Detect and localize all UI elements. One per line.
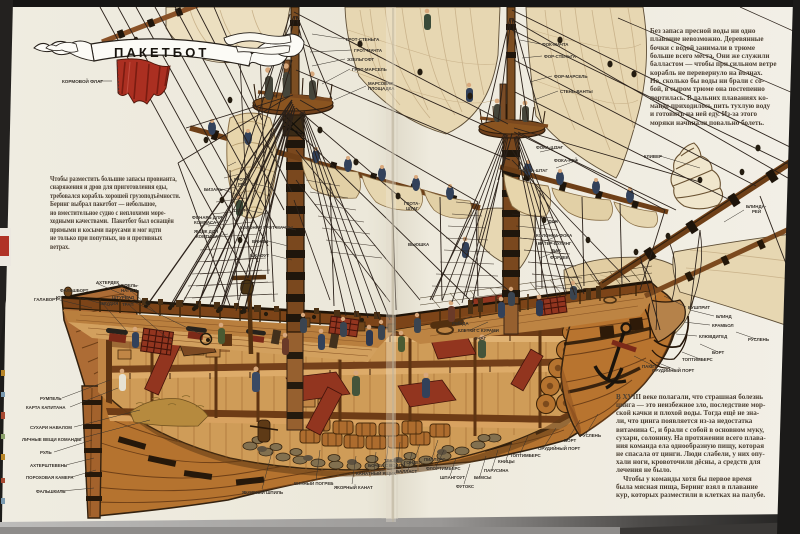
svg-text:ФАЛЬШБОРТ: ФАЛЬШБОРТ	[60, 288, 89, 293]
svg-text:КЛИВЕР: КЛИВЕР	[644, 154, 662, 159]
svg-text:ГРОТ-МАЧТА: ГРОТ-МАЧТА	[354, 48, 383, 53]
svg-text:АХТЕРДЕК: АХТЕРДЕК	[96, 280, 119, 285]
svg-text:ФЛОРТИМБЕРС: ФЛОРТИМБЕРС	[426, 466, 461, 471]
svg-text:БОЧКИ С ВОДОЙ: БОЧКИ С ВОДОЙ	[368, 463, 405, 468]
svg-text:КОМПАСА: КОМПАСА	[194, 220, 217, 225]
svg-text:ПЛОЩАДКА: ПЛОЩАДКА	[368, 86, 395, 91]
svg-text:ОРУДИЙНЫЙ ПОРТ: ОРУДИЙНЫЙ ПОРТ	[652, 368, 695, 373]
svg-text:ПАКЕТ: ПАКЕТ	[642, 364, 657, 369]
svg-text:ЛИЧНЫЕ ВЕЩИ КОМАНДЫ: ЛИЧНЫЕ ВЕЩИ КОМАНДЫ	[22, 437, 81, 442]
svg-text:КЛЮВДИГЕД: КЛЮВДИГЕД	[699, 334, 728, 339]
svg-text:МАРСОВАЯ: МАРСОВАЯ	[368, 81, 393, 86]
svg-text:ПИЛЛЕРС: ПИЛЛЕРС	[424, 457, 446, 462]
svg-text:ЯКОРНЫЙ КАНАТ: ЯКОРНЫЙ КАНАТ	[334, 485, 373, 490]
svg-text:СТЕНЬ-ВАНТЫ: СТЕНЬ-ВАНТЫ	[560, 89, 593, 94]
svg-text:РЕЙ: РЕЙ	[752, 209, 761, 214]
svg-text:ШТАГ: ШТАГ	[406, 206, 419, 211]
svg-text:БИЗАНЬ: БИЗАНЬ	[204, 187, 223, 192]
svg-text:ГРОТ-СТЕНЬГА: ГРОТ-СТЕНЬГА	[346, 37, 380, 42]
svg-text:БОРТ: БОРТ	[564, 438, 576, 443]
svg-text:ТРАП: ТРАП	[122, 302, 134, 307]
svg-text:ШКАФУТ: ШКАФУТ	[250, 253, 269, 258]
svg-text:КАРТА КАПИТАНА: КАРТА КАПИТАНА	[26, 405, 66, 410]
svg-text:КАНАТНЫЙ ЯЩИК: КАНАТНЫЙ ЯЩИК	[356, 471, 396, 476]
svg-text:БУШПРИТ: БУШПРИТ	[688, 305, 710, 310]
svg-text:ОРУДИЙНЫЙ ПОРТ: ОРУДИЙНЫЙ ПОРТ	[538, 446, 581, 451]
svg-text:ФОР-СТЕНЬГА: ФОР-СТЕНЬГА	[544, 54, 577, 59]
svg-text:ЭЗЕЛЬГОФТ: ЭЗЕЛЬГОФТ	[347, 57, 374, 62]
svg-text:КРАМБОЛ: КРАМБОЛ	[712, 323, 734, 328]
svg-text:БАК: БАК	[552, 248, 561, 253]
svg-text:КОМПАСА: КОМПАСА	[196, 234, 219, 239]
svg-text:ФОКА-ШТАГ: ФОКА-ШТАГ	[522, 168, 548, 173]
svg-text:ТРЮМ: ТРЮМ	[384, 458, 398, 463]
svg-text:ГОНДЕК: ГОНДЕК	[404, 460, 422, 465]
svg-text:ВЬЮШКА: ВЬЮШКА	[408, 242, 430, 247]
svg-text:ЯКОРНЫЙ ШПИЛЬ: ЯКОРНЫЙ ШПИЛЬ	[242, 490, 283, 495]
svg-text:ТОПТИМБЕРС: ТОПТИМБЕРС	[510, 453, 542, 458]
svg-text:ЮТ: ЮТ	[56, 295, 63, 300]
svg-text:БЛИНД: БЛИНД	[716, 314, 732, 319]
svg-text:РЫНДА: РЫНДА	[452, 321, 470, 326]
svg-text:БЛИНДА-: БЛИНДА-	[746, 204, 767, 209]
svg-text:КНИЦЫ: КНИЦЫ	[498, 459, 515, 464]
svg-text:ОЧАГ: ОЧАГ	[474, 336, 487, 341]
svg-text:ПОРОХОВАЯ КАМЕРА: ПОРОХОВАЯ КАМЕРА	[26, 475, 74, 480]
svg-text:ФОКА-РЕЙ: ФОКА-РЕЙ	[554, 158, 578, 163]
svg-text:ГРОТА-: ГРОТА-	[404, 201, 420, 206]
svg-text:ВАНТЫ: ВАНТЫ	[252, 239, 268, 244]
svg-text:РУЛЬ: РУЛЬ	[40, 450, 52, 455]
svg-text:БОРТ: БОРТ	[712, 350, 724, 355]
svg-text:ФУТОКС: ФУТОКС	[456, 484, 475, 489]
svg-text:ФОР-МАРСЕЛЬ: ФОР-МАРСЕЛЬ	[554, 74, 588, 79]
svg-text:ФАЛЬШКИЛЬ: ФАЛЬШКИЛЬ	[36, 489, 66, 494]
svg-text:КОЛОННА ФОКА: КОЛОННА ФОКА	[536, 233, 573, 238]
svg-text:РУМПЕЛЬ: РУМПЕЛЬ	[40, 396, 62, 401]
svg-text:БАЛЛАСТ: БАЛЛАСТ	[396, 469, 417, 474]
svg-text:ФОНАРЬ ДЛЯ: ФОНАРЬ ДЛЯ	[192, 215, 222, 220]
svg-text:ФОК: ФОК	[548, 219, 558, 224]
svg-text:РЕЙ: РЕЙ	[238, 182, 247, 187]
svg-text:ШТУРВАЛ: ШТУРВАЛ	[112, 295, 134, 300]
svg-text:КЛЕТКИ С КУРАМИ: КЛЕТКИ С КУРАМИ	[458, 328, 499, 333]
svg-text:ПАКЕТБОТ: ПАКЕТБОТ	[114, 45, 209, 60]
svg-text:ВАТЕР-ВУЛИНГ: ВАТЕР-ВУЛИНГ	[538, 241, 572, 246]
svg-text:КОФЕЛЬ-: КОФЕЛЬ-	[118, 283, 139, 288]
svg-text:ФОРДЕК: ФОРДЕК	[550, 255, 569, 260]
svg-text:ПАРУСИНА: ПАРУСИНА	[484, 468, 509, 473]
svg-text:АХТЕРШТЕВЕНЬ: АХТЕРШТЕВЕНЬ	[30, 463, 67, 468]
svg-text:ФОК-МАЧТА: ФОК-МАЧТА	[542, 42, 569, 47]
svg-text:ЯЩИК ДЛЯ: ЯЩИК ДЛЯ	[194, 229, 218, 234]
svg-text:ГРОТ: ГРОТ	[234, 208, 246, 213]
svg-text:БИМСЫ: БИМСЫ	[474, 475, 491, 480]
svg-text:ОРУДИЯ: ОРУДИЯ	[100, 301, 118, 306]
svg-text:ГАЛАВОРТ: ГАЛАВОРТ	[34, 297, 58, 302]
svg-text:НАГЕЛЬ: НАГЕЛЬ	[121, 288, 139, 293]
svg-text:ГРОТА-: ГРОТА-	[234, 177, 250, 182]
svg-text:ШПАНГОУТ: ШПАНГОУТ	[440, 475, 465, 480]
svg-text:РУСЛЕНЬ: РУСЛЕНЬ	[580, 433, 601, 438]
svg-text:КОЛОННА ГРОТ-МАЧТЫ: КОЛОННА ГРОТ-МАЧТЫ	[240, 225, 293, 230]
svg-text:ГРОТ-МАРСЕЛЬ: ГРОТ-МАРСЕЛЬ	[352, 67, 387, 72]
svg-text:СУХАРИ НАВАЛОМ: СУХАРИ НАВАЛОМ	[30, 425, 72, 430]
svg-text:РУСЛЕНЬ: РУСЛЕНЬ	[748, 337, 769, 342]
svg-text:ФОКА-ШТАГ: ФОКА-ШТАГ	[536, 145, 563, 150]
svg-text:ТОПТИМБЕРС: ТОПТИМБЕРС	[682, 357, 714, 362]
svg-text:ВИННЫЙ ПОГРЕБ: ВИННЫЙ ПОГРЕБ	[294, 481, 333, 486]
svg-text:КОРМОВОЙ ФЛАГ: КОРМОВОЙ ФЛАГ	[62, 77, 103, 84]
